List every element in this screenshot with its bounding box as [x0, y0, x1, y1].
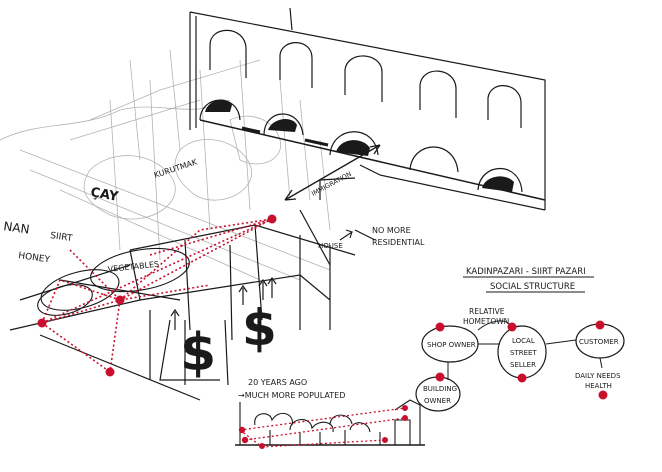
arch-shadows — [205, 99, 514, 192]
label-honey: HONEY — [18, 251, 51, 265]
label-relative: RELATIVE — [469, 307, 505, 316]
social-links — [447, 320, 603, 380]
label-no-more: NO MORE — [372, 226, 411, 235]
vegetable-ellipses — [37, 247, 190, 316]
red-nodes-section — [238, 405, 408, 449]
label-immigration: IMMIGRATION — [310, 170, 353, 198]
label-more-populated: →MUCH MORE POPULATED — [238, 391, 345, 400]
label-daily-needs: DAILY NEEDS — [575, 372, 621, 380]
label-local: LOCAL — [512, 337, 535, 345]
social-structure-diagram: KADINPAZARI - SIIRT PAZARI SOCIAL STRUCT… — [415, 267, 625, 412]
label-shop-owner: SHOP OWNER — [427, 341, 476, 349]
label-building: BUILDING — [423, 385, 457, 393]
node-shop-owner — [421, 325, 479, 363]
social-title-line1: KADINPAZARI - SIIRT PAZARI — [466, 267, 586, 277]
market-stalls — [9, 177, 376, 401]
label-owner: OWNER — [424, 397, 451, 405]
immigration-arrow — [284, 144, 381, 201]
label-house: HOUSE — [318, 242, 343, 250]
dollar-sign-left: $ — [180, 323, 216, 383]
label-customer: CUSTOMER — [579, 338, 619, 346]
label-cay: ÇAY — [89, 185, 120, 205]
label-kurutmak: KURUTMAK — [153, 157, 199, 180]
label-residential: RESIDENTIAL — [372, 238, 425, 247]
node-building-owner — [415, 376, 461, 412]
up-arrows — [170, 276, 277, 330]
dollar-sign-right: $ — [242, 299, 277, 357]
house-arrow — [339, 229, 354, 241]
section-red-lines — [239, 407, 406, 448]
red-connections — [41, 218, 273, 373]
red-nodes-social — [435, 320, 608, 400]
red-nodes-main — [37, 214, 277, 377]
label-health: HEALTH — [585, 382, 612, 390]
label-hometown: HOMETOWN — [463, 317, 509, 326]
label-nan: NAN — [3, 219, 31, 237]
pencil-background — [0, 49, 331, 281]
section-sketch — [235, 399, 425, 446]
dollar-signs: $ $ — [180, 299, 277, 383]
label-seller: SELLER — [510, 361, 536, 369]
label-street: STREET — [510, 349, 537, 357]
social-title-line2: SOCIAL STRUCTURE — [490, 282, 575, 292]
label-20-years-ago: 20 YEARS AGO — [248, 378, 307, 387]
label-siirt: SIIRT — [50, 231, 74, 244]
